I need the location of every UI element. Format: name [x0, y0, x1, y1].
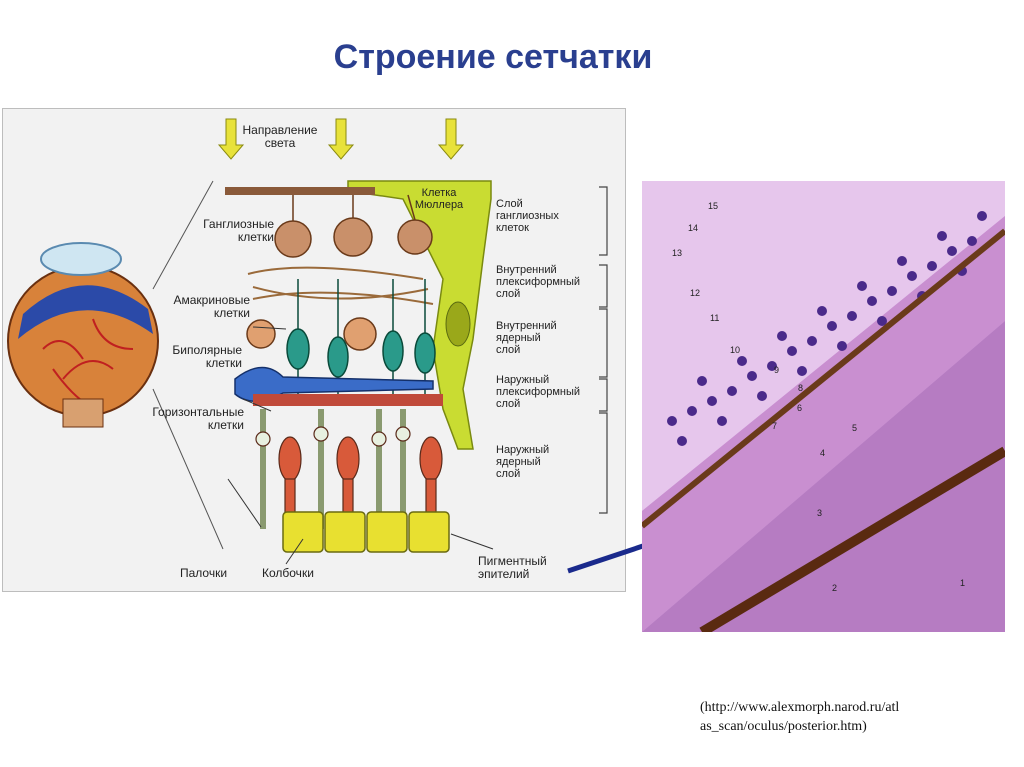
layer-number-1: 1: [960, 578, 965, 588]
pigment-label-line-1: Пигментный: [478, 554, 547, 568]
layer-3-line-1: Внутренний: [496, 320, 557, 332]
source-citation: (http://www.alexmorph.narod.ru/atl as_sc…: [700, 698, 980, 736]
light-direction-line-2: света: [264, 136, 296, 150]
layer-4-line-2: плексиформный: [496, 386, 581, 398]
layer-number-11: 11: [710, 313, 719, 323]
layer-number-4: 4: [820, 448, 825, 458]
bipolar-label-line-1: Биполярные: [172, 343, 242, 357]
layer-2-line-3: слой: [496, 288, 521, 300]
muller-label-line-2: Мюллера: [414, 199, 464, 211]
muller-cell-label: Клетка Мюллера: [413, 187, 465, 211]
layer-number-5: 5: [852, 423, 857, 433]
cones-label: Колбочки: [262, 566, 314, 580]
layer-4-line-1: Наружный: [496, 374, 550, 386]
horizontal-cells-label: Горизонтальные клетки: [134, 406, 244, 432]
layer-3-line-3: слой: [496, 344, 521, 356]
layer-label-inner-plexiform: Внутренний плексиформный слой: [496, 264, 608, 300]
slide-title: Строение сетчатки: [333, 38, 653, 76]
layer-number-2: 2: [832, 583, 837, 593]
ganglion-label-line-1: Ганглиозные: [203, 217, 274, 231]
pigment-label-line-2: эпителий: [478, 567, 530, 581]
retina-micrograph: 1 2 3 4 5 6 7 8 9 10 11 12 13 14 15: [642, 181, 1005, 632]
bipolar-label-line-2: клетки: [205, 356, 242, 370]
layer-1-line-1: Слой: [496, 198, 523, 210]
amacrine-label-line-1: Амакриновые: [173, 293, 250, 307]
layer-number-10: 10: [730, 345, 740, 355]
ganglion-label-line-2: клетки: [237, 230, 274, 244]
ganglion-cells: [274, 194, 433, 258]
rods-label: Палочки: [180, 566, 228, 580]
bipolar-cells: [286, 279, 436, 399]
layer-label-outer-nuclear: Наружный ядерный слой: [496, 444, 608, 480]
layer-5-line-3: слой: [496, 468, 521, 480]
layer-numbers: 1 2 3 4 5 6 7 8 9 10 11 12 13 14 15: [672, 201, 965, 593]
pigment-band: [642, 228, 1005, 529]
layer-number-8: 8: [798, 383, 803, 393]
layer-number-6: 6: [797, 403, 802, 413]
layer-5-line-1: Наружный: [496, 444, 550, 456]
inner-nuclear-cells: [667, 211, 987, 446]
light-arrows: [217, 118, 465, 160]
layer-1-line-2: ганглиозных: [496, 210, 559, 222]
retina-diagram: [7, 118, 608, 565]
amacrine-cells: [246, 317, 377, 351]
layer-3-line-2: ядерный: [496, 332, 541, 344]
layer-number-14: 14: [688, 223, 698, 233]
layer-label-inner-nuclear: Внутренний ядерный слой: [496, 320, 608, 356]
horizontal-label-line-2: клетки: [207, 418, 244, 432]
amacrine-label-line-2: клетки: [213, 306, 250, 320]
layer-number-15: 15: [708, 201, 718, 211]
light-direction-label: Направление света: [240, 124, 320, 150]
muller-cell: [347, 180, 492, 450]
amacrine-cells-label: Амакриновые клетки: [156, 294, 250, 320]
muller-label-line-1: Клетка: [421, 187, 457, 199]
layer-1-line-3: клеток: [496, 222, 529, 234]
pigment-epithelium: [282, 511, 450, 553]
photoreceptors: [255, 409, 443, 529]
layer-number-13: 13: [672, 248, 682, 258]
eyeball-illustration: [7, 242, 159, 428]
light-direction-line-1: Направление: [242, 123, 318, 137]
pigment-epithelium-label: Пигментный эпителий: [478, 555, 574, 581]
source-line-2: as_scan/oculus/posterior.htm): [700, 719, 867, 734]
source-line-1: (http://www.alexmorph.narod.ru/atl: [700, 700, 900, 715]
layer-4-line-3: слой: [496, 398, 521, 410]
ganglion-cells-label: Ганглиозные клетки: [178, 218, 274, 244]
horizontal-label-line-1: Горизонтальные: [152, 405, 244, 419]
layer-label-outer-plexiform: Наружный плексиформный слой: [496, 374, 608, 410]
choroid-band: [699, 446, 1005, 632]
layer-2-line-1: Внутренний: [496, 264, 557, 276]
layer-2-line-2: плексиформный: [496, 276, 581, 288]
retina-diagram-panel: [2, 108, 626, 592]
layer-number-7: 7: [772, 421, 777, 431]
layer-label-ganglion-cell-layer: Слой ганглиозных клеток: [496, 198, 608, 234]
bipolar-cells-label: Биполярные клетки: [154, 344, 242, 370]
layer-number-9: 9: [774, 365, 779, 375]
layer-number-3: 3: [817, 508, 822, 518]
layer-5-line-2: ядерный: [496, 456, 541, 468]
layer-number-12: 12: [690, 288, 700, 298]
